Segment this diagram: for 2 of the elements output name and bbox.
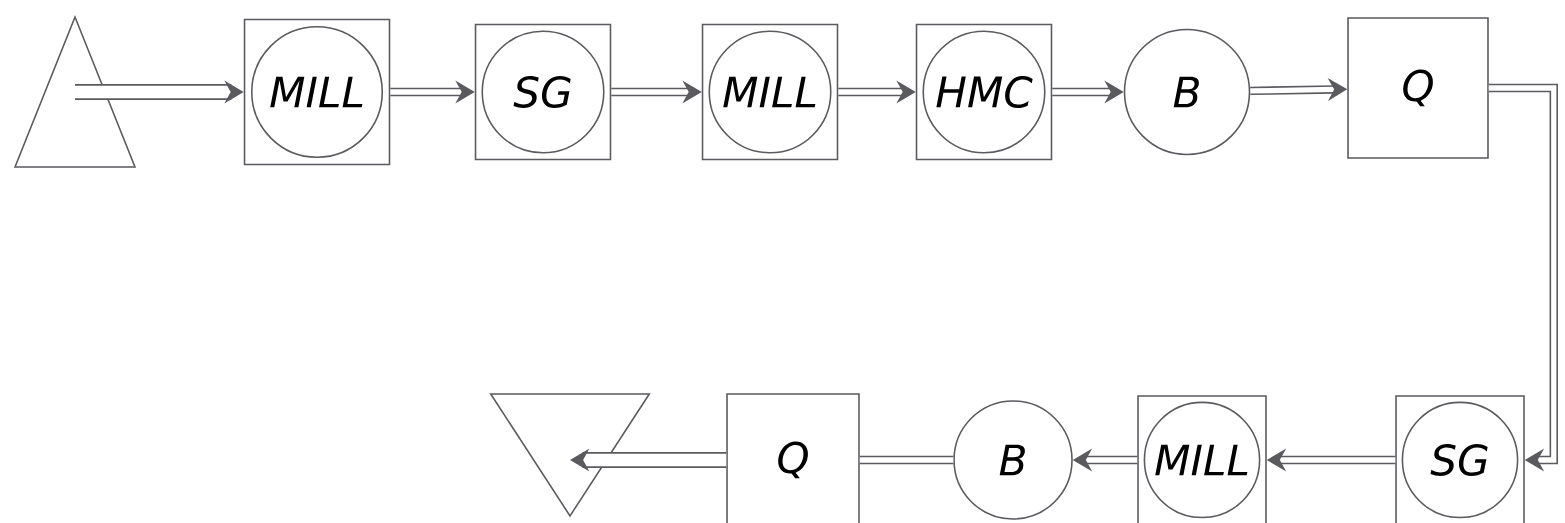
arrow [1488, 83, 1558, 472]
inspection-square: Q [1347, 17, 1489, 159]
